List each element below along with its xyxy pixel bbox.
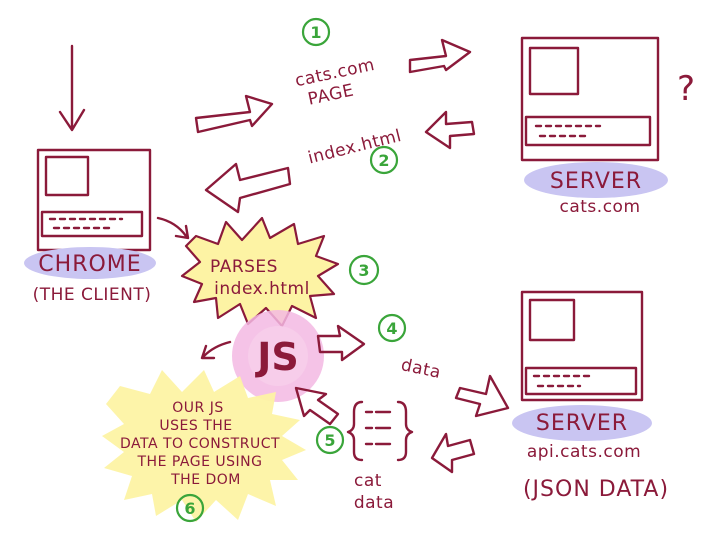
step3-number: 3 [358, 261, 369, 280]
step1-arrow-left [194, 94, 274, 134]
chrome-highlight [24, 247, 156, 279]
server2-highlight [512, 405, 652, 441]
server1-keys [534, 124, 602, 138]
js-glow-inner [248, 326, 308, 386]
server-api: SERVER api.cats.com (JSON DATA) [512, 290, 669, 502]
step4-number: 4 [386, 319, 397, 338]
step5-arrow-right [430, 432, 476, 474]
step2-number: 2 [378, 151, 389, 170]
step1-badge [301, 17, 331, 47]
step4-data: 4 data [316, 313, 510, 418]
chrome-client: CHROME (THE CLIENT) [24, 44, 156, 305]
chrome-keys [48, 217, 124, 230]
step2-arrow-left [204, 162, 292, 214]
server1-window-icon [520, 36, 660, 162]
step4-arrow-left [316, 324, 366, 362]
step6-line5: THE DOM [170, 472, 241, 488]
chrome-keyboard-icon [40, 210, 144, 238]
step6-line3: DATA TO CONSTRUCT [120, 436, 280, 452]
server1-keyboard-icon [524, 115, 652, 147]
step4-badge [377, 313, 407, 343]
json-braces-icon [346, 400, 414, 462]
step5-number: 5 [324, 431, 335, 450]
chrome-sublabel: (THE CLIENT) [33, 285, 152, 305]
step1-number: 1 [310, 23, 321, 42]
step6-construct: OUR JS USES THE DATA TO CONSTRUCT THE PA… [102, 370, 306, 523]
step3-pointer-arrow [156, 216, 190, 240]
step5-line1: cat [354, 471, 382, 491]
server1-label: SERVER [550, 169, 642, 194]
step2-arrow-right [424, 110, 476, 150]
server2-sublabel: api.cats.com [527, 442, 641, 462]
down-arrow [58, 44, 86, 132]
step4-text: data [399, 355, 443, 383]
step3-line1: PARSES [210, 257, 278, 277]
step5-badge [315, 425, 345, 455]
server2-note: (JSON DATA) [523, 477, 669, 502]
step4-arrow-right [454, 374, 510, 418]
step6-number: 6 [184, 499, 195, 518]
step6-burst [102, 370, 306, 522]
chrome-screen-icon [44, 155, 90, 197]
step2-response: index.html 2 [204, 110, 476, 214]
chrome-label: CHROME [38, 252, 141, 277]
step6-line4: THE PAGE USING [137, 454, 263, 470]
step6-badge [175, 493, 205, 523]
server1-sublabel: cats.com [560, 197, 641, 217]
step6-line1: OUR JS [172, 400, 223, 416]
step3-badge [348, 254, 380, 286]
server1-question: ? [677, 69, 695, 109]
step6-line2: USES THE [159, 418, 232, 434]
step1-arrow-right [408, 38, 472, 74]
js-node: JS [200, 310, 324, 402]
js-label: JS [254, 335, 299, 379]
server1-screen-icon [528, 46, 580, 96]
step3-burst [180, 216, 340, 328]
step1-request: 1 cats.com PAGE [194, 17, 472, 134]
server2-label: SERVER [536, 411, 628, 436]
step3-parse: PARSES index.html 3 [156, 216, 380, 328]
server2-keyboard-icon [524, 366, 638, 396]
step2-badge [369, 145, 399, 175]
step3-line2: index.html [214, 279, 310, 299]
server-cats: ? SERVER cats.com [520, 36, 695, 217]
server2-screen-icon [528, 298, 576, 342]
server2-window-icon [520, 290, 644, 402]
server2-keys [532, 374, 596, 388]
js-pointer-arrow [200, 340, 232, 360]
step5-catdata: cat data 5 [294, 386, 476, 513]
server1-highlight [524, 162, 668, 198]
step5-line2: data [354, 493, 394, 513]
step5-arrow-left [294, 386, 340, 426]
